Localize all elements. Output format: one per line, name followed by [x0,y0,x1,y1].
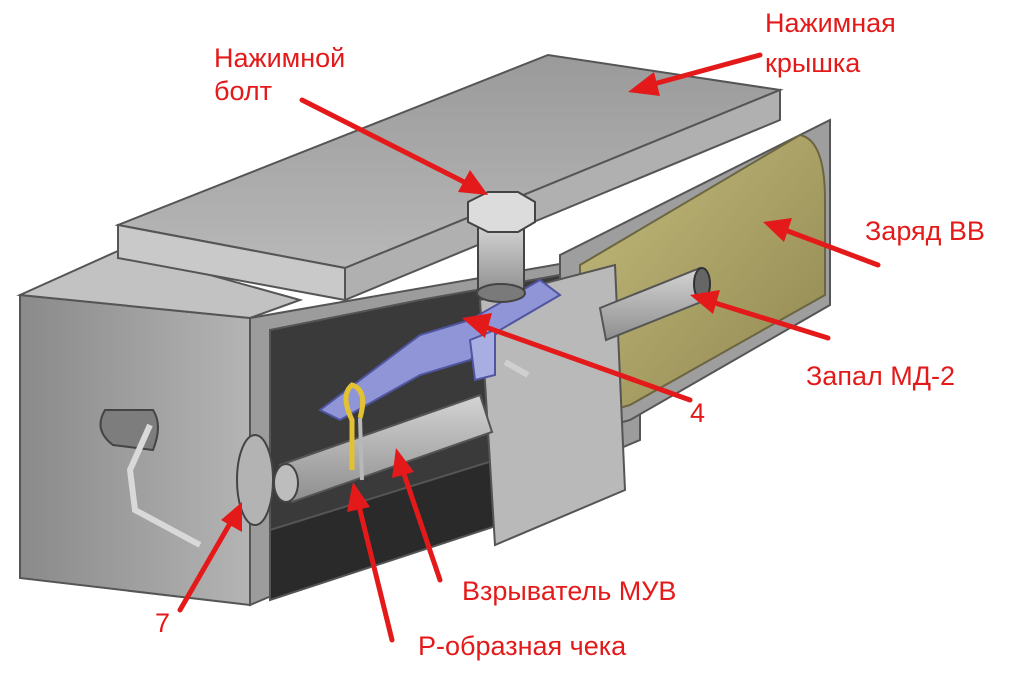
label-press-cover-line2: крышка [765,48,861,78]
arrow-press-bolt [299,97,473,188]
label-7: 7 [155,608,170,638]
arrow-fuse [709,299,831,341]
arrowhead-press-bolt [458,170,488,195]
callout-labels: Нажимной болт Нажимная крышка Заряд ВВ З… [155,8,985,661]
lever-tab [468,328,496,382]
striker-lever [318,278,562,422]
fuze-end-plate [236,434,274,526]
arrowhead-fuse [690,290,720,314]
fuze-cap [273,463,299,503]
arrow-fuze [399,465,443,583]
arrowhead-4 [462,313,492,338]
label-charge: Заряд ВВ [865,216,985,246]
label-fuze: Взрыватель МУВ [462,576,676,606]
arrow-pin [355,499,395,643]
arrow-7 [177,517,235,613]
arrowhead-press-cover [628,72,660,96]
side-pin [503,359,530,378]
label-pin: Р-образная чека [418,631,627,661]
arrowhead-7 [221,502,242,532]
pin-leg [358,417,364,481]
inner-flap [478,263,627,547]
label-press-bolt-line2: болт [214,76,272,106]
pressure-cover-side [344,88,781,302]
bolt-head [467,191,536,233]
callout-arrows [177,52,881,643]
arrowhead-charge [763,218,792,242]
carry-wire [126,423,202,548]
arrowhead-pin [347,482,370,512]
box-end-face [19,293,251,607]
arrow-charge [782,227,881,268]
label-press-bolt-line1: Нажимной [214,43,345,73]
arrow-press-cover [647,52,763,88]
arrow-4 [477,322,693,403]
box-top-rim [16,248,304,320]
mine-body [16,53,831,607]
label-4: 4 [690,398,705,428]
label-press-cover-line1: Нажимная [765,8,896,38]
bolt-base [476,283,526,303]
label-fuse: Запал МД-2 [806,361,955,391]
arrowhead-fuze [392,448,414,478]
safety-pin [343,382,366,470]
